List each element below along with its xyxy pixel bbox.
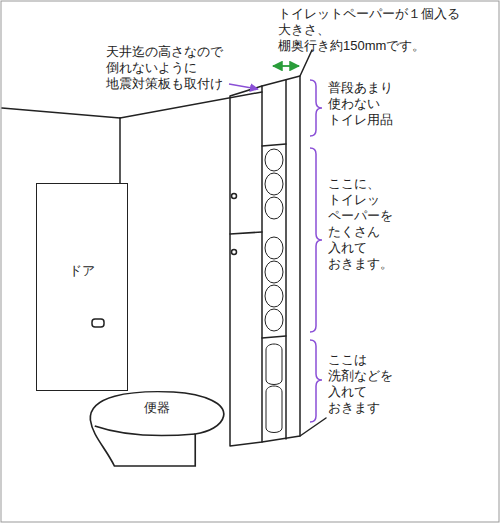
shelf-note: ここに、 トイレッ ペーパーを たくさん 入れて おきます。 bbox=[328, 176, 401, 272]
paper-roll bbox=[265, 261, 283, 283]
wall-corner bbox=[119, 118, 121, 183]
cabinet-knob bbox=[232, 194, 237, 199]
toilet-shape: 便器 bbox=[86, 386, 228, 466]
shelf-note: ここは 洗剤などを 入れて おきます bbox=[328, 352, 401, 416]
paper-rolls bbox=[265, 149, 283, 433]
door-label: ドア bbox=[37, 263, 127, 279]
paper-roll bbox=[265, 285, 283, 307]
cabinet-side bbox=[262, 76, 300, 442]
cabinet-front bbox=[230, 86, 262, 446]
wall-edge bbox=[2, 108, 120, 118]
bracket bbox=[310, 80, 322, 136]
shelf-line bbox=[262, 144, 286, 338]
leader-line bbox=[229, 84, 258, 89]
cabinet-edge bbox=[285, 80, 287, 439]
paper-roll bbox=[265, 197, 283, 219]
detergent-bottle bbox=[266, 344, 282, 385]
shelf-note: 普段あまり 使わない トイレ用品 bbox=[328, 80, 401, 128]
cabinet-knob bbox=[232, 250, 237, 255]
toilet-label: 便器 bbox=[86, 400, 228, 416]
detergent-bottle bbox=[266, 386, 282, 433]
bracket bbox=[310, 340, 322, 422]
paper-roll bbox=[265, 173, 283, 195]
note-text: トイレットペーパーが１個入る 大きさ、棚奥行き約150mmです。 bbox=[278, 6, 473, 54]
toilet-lid-edge bbox=[95, 426, 195, 436]
ceiling-edge bbox=[120, 92, 262, 118]
door-box: ドア bbox=[36, 183, 128, 391]
door-split bbox=[230, 232, 262, 234]
toilet-outline bbox=[86, 386, 228, 466]
note-text: 天井迄の高さなので 倒れないように 地震対策板も取付け bbox=[106, 44, 230, 92]
wall-corner bbox=[300, 50, 312, 76]
paper-roll bbox=[265, 237, 283, 259]
paper-roll bbox=[265, 309, 283, 331]
paper-roll bbox=[265, 149, 283, 171]
depth-arrow bbox=[273, 65, 299, 67]
bracket bbox=[310, 148, 322, 332]
door-knob bbox=[92, 319, 104, 327]
